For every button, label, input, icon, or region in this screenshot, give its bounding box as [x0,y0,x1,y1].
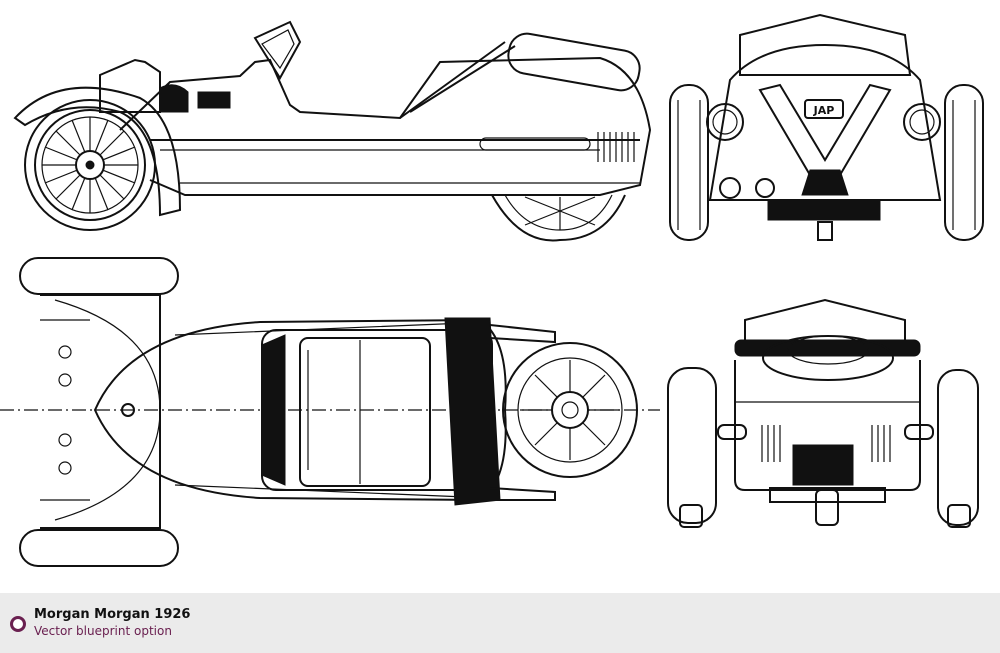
top-view [0,257,660,567]
caption-bar [0,593,1000,653]
front-view [669,13,984,241]
caption-title[interactable]: Morgan Morgan 1926 [34,607,191,622]
engine-badge-label: JAP [813,104,835,117]
caption-subtitle[interactable]: Vector blueprint option [34,624,172,638]
circle-bullet-icon [10,616,26,632]
side-view [13,20,652,242]
vehicle-blueprint-drawing: JAP [0,13,984,567]
rear-view [667,298,979,528]
